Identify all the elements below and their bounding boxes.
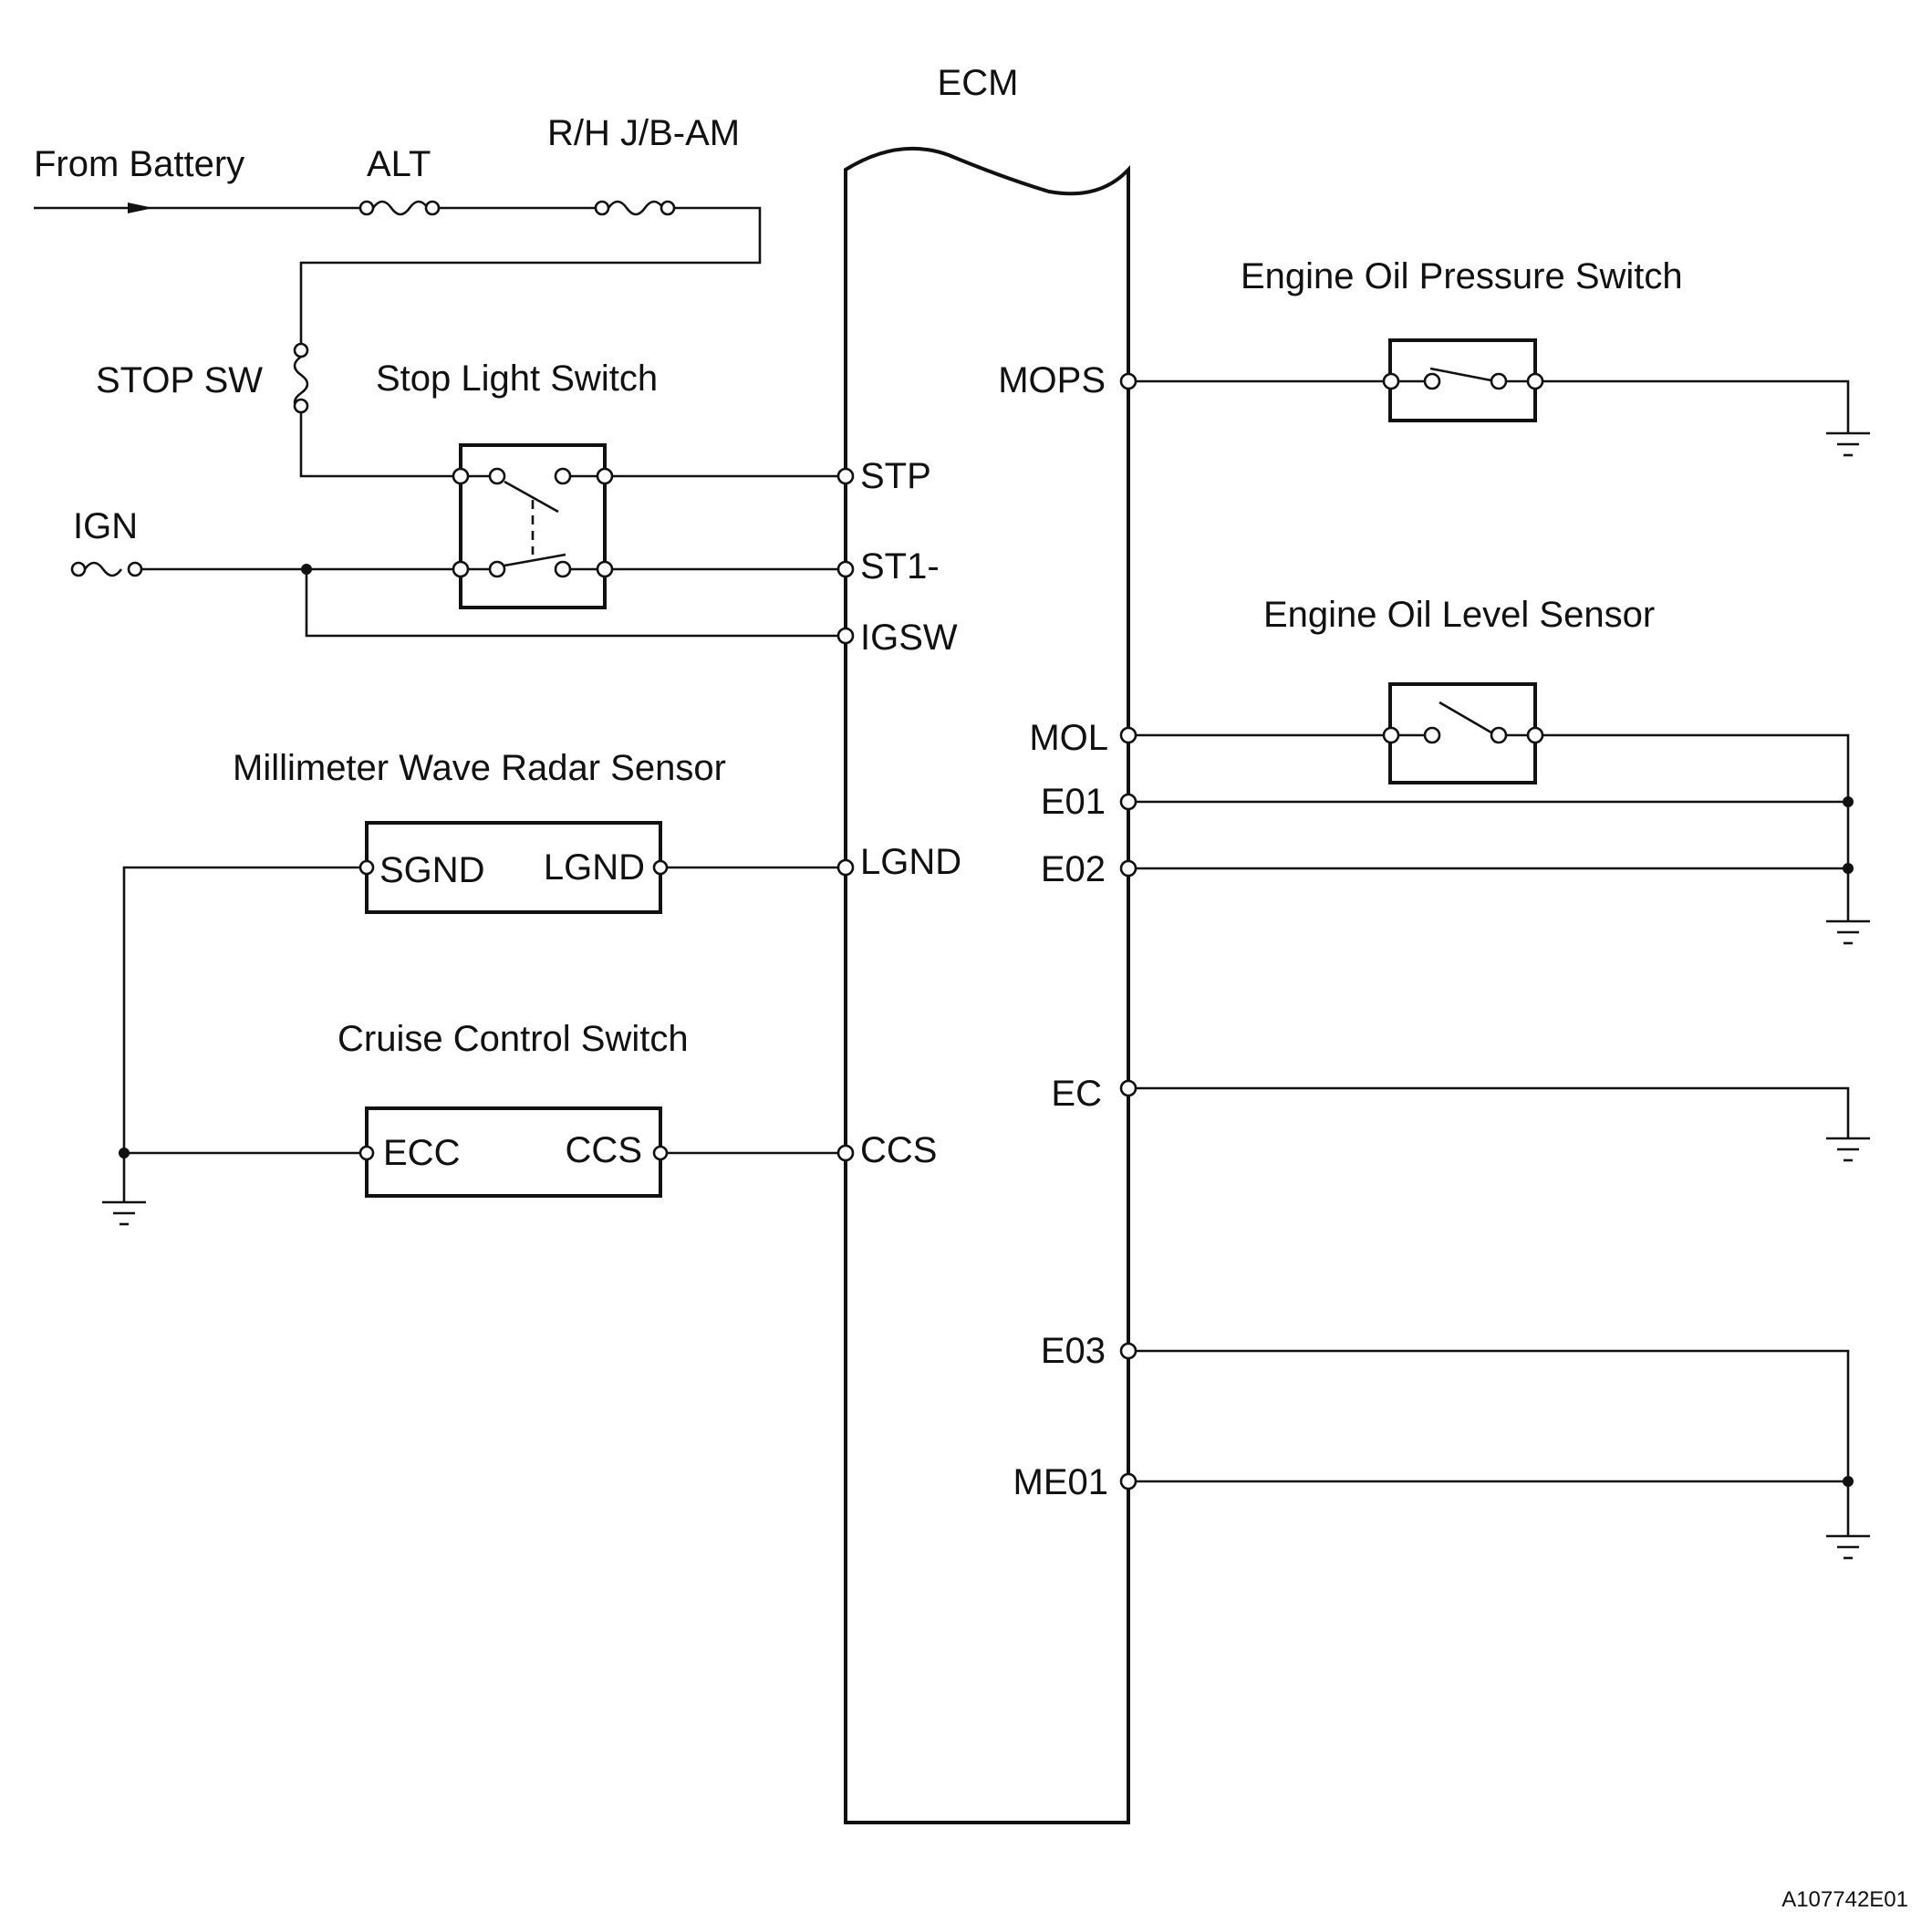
millimeter-wave-radar-sensor: Millimeter Wave Radar Sensor SGND LGND: [122, 748, 838, 1153]
stop-light-switch-label: Stop Light Switch: [376, 358, 658, 399]
ecm-pin-lgnd: LGND: [860, 842, 961, 882]
ecm-left-pins: STP ST1- IGSW LGND CCS: [836, 456, 961, 1170]
oil-pressure-switch-label: Engine Oil Pressure Switch: [1241, 256, 1683, 296]
from-battery-label: From Battery: [34, 144, 244, 184]
cruise-ecc-pin: ECC: [383, 1133, 460, 1173]
ground-icon: [1826, 1534, 1870, 1560]
radar-sgnd-pin: SGND: [379, 850, 485, 890]
stop-light-switch: Stop Light Switch: [376, 358, 838, 609]
ecm-pin-igsw: IGSW: [860, 618, 958, 658]
cruise-ccs-pin: CCS: [566, 1130, 642, 1170]
ecm-pin-mops: MOPS: [998, 360, 1106, 400]
cruise-switch-label: Cruise Control Switch: [338, 1019, 689, 1059]
ign-circuit: IGN: [70, 506, 838, 638]
ground-icon: [1826, 1137, 1870, 1162]
ec-ground-circuit: [1136, 1086, 1870, 1162]
engine-oil-level-sensor: Engine Oil Level Sensor: [1136, 595, 1870, 945]
ecm-pin-ccs: CCS: [860, 1130, 937, 1170]
fuse-stop-sw-icon: [293, 342, 309, 414]
cruise-control-switch: Cruise Control Switch ECC CCS: [102, 1019, 838, 1226]
fuse-rh-jb-am-label: R/H J/B-AM: [547, 113, 740, 153]
engine-oil-pressure-switch: Engine Oil Pressure Switch: [1136, 256, 1870, 457]
ground-icon: [102, 1153, 146, 1226]
ecm-pin-stp: STP: [860, 456, 931, 496]
ecm-pin-st1: ST1-: [860, 546, 940, 587]
figure-code: A107742E01: [1781, 1887, 1908, 1912]
fuse-stop-sw-label: STOP SW: [96, 360, 263, 400]
fuse-alt-label: ALT: [367, 144, 431, 184]
fuse-alt-icon: [358, 200, 441, 216]
ecm-right-pins: MOPS MOL E01 E02 EC E03 ME01: [998, 360, 1137, 1502]
oil-level-sensor-label: Engine Oil Level Sensor: [1263, 595, 1655, 635]
ecm-pin-e02: E02: [1041, 849, 1106, 889]
ecm-pin-ec: EC: [1051, 1074, 1102, 1114]
ecm-pin-me01: ME01: [1013, 1462, 1109, 1502]
ground-icon: [1826, 431, 1870, 457]
fusible-link-icon: [70, 561, 143, 577]
ecm-pin-mol: MOL: [1029, 718, 1108, 758]
radar-sensor-label: Millimeter Wave Radar Sensor: [233, 748, 726, 788]
fuse-rh-jb-am-icon: [594, 200, 676, 216]
ecm-unit: ECM: [844, 63, 1130, 1824]
ecm-pin-e01: E01: [1041, 782, 1106, 822]
battery-feed-circuit: From Battery ALT R/H J/B-AM STOP SW: [34, 113, 762, 478]
e03-me01-ground-circuit: [1136, 1349, 1870, 1560]
ecm-label: ECM: [938, 63, 1019, 103]
ecm-pin-e03: E03: [1041, 1331, 1106, 1371]
ground-icon: [1826, 919, 1870, 945]
ign-label: IGN: [73, 506, 138, 546]
arrow-right-icon: [128, 203, 153, 213]
radar-lgnd-pin: LGND: [544, 847, 645, 888]
